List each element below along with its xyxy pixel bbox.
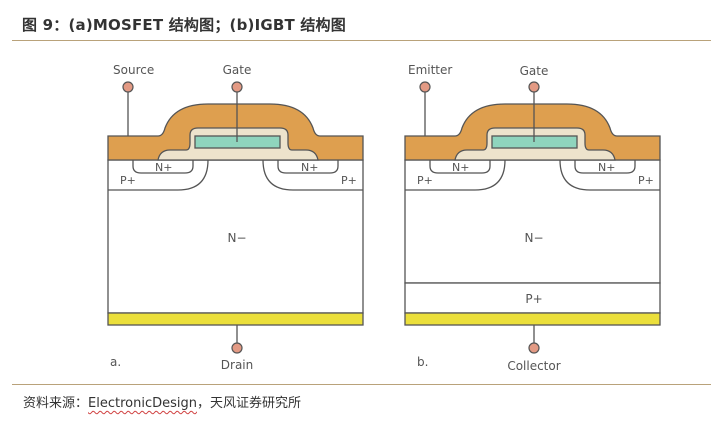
caption-a: a. <box>110 355 121 369</box>
mosfet-p-plus-right-well <box>262 159 363 191</box>
n-plus-left-label: N+ <box>155 161 172 174</box>
mosfet-n-plus-left-well <box>132 160 194 174</box>
figure-title: 图 9：(a)MOSFET 结构图；(b)IGBT 结构图 <box>22 16 346 34</box>
emitter-terminal-dot <box>419 81 431 93</box>
p-plus-left-label: P+ <box>120 174 136 187</box>
igbt-n-plus-right-label: N+ <box>598 161 615 174</box>
igbt-n-plus-right-well <box>574 160 636 174</box>
mosfet-drain-metal <box>107 312 364 326</box>
igbt-p-plus-substrate-label: P+ <box>525 292 542 306</box>
n-drift-label: N− <box>227 231 246 245</box>
source-terminal-dot <box>122 81 134 93</box>
igbt-p-plus-right-label: P+ <box>638 174 654 187</box>
igbt-n-plus-left-well <box>429 160 491 174</box>
mosfet-p-plus-left-well <box>108 159 209 191</box>
source-label: Source <box>113 63 154 77</box>
igbt-p-plus-left-label: P+ <box>417 174 433 187</box>
igbt-p-plus-substrate <box>404 282 661 314</box>
collector-terminal-dot <box>528 342 540 354</box>
caption-b: b. <box>417 355 428 369</box>
source-note: 资料来源：ElectronicDesign，天风证券研究所 <box>23 392 301 411</box>
mosfet-diagram: Source Gate Drain a. N+ N+ P+ P+ N− <box>107 63 364 372</box>
drain-terminal-dot <box>231 342 243 354</box>
collector-label: Collector <box>507 359 560 373</box>
igbt-n-drift-label: N− <box>524 231 543 245</box>
n-plus-right-label: N+ <box>301 161 318 174</box>
igbt-p-plus-left-well <box>405 159 506 191</box>
mosfet-n-plus-right-well <box>277 160 339 174</box>
mosfet-n-drift-region <box>107 159 364 314</box>
igbt-gate-terminal-dot <box>528 81 540 93</box>
drain-label: Drain <box>221 358 253 372</box>
gate-label: Gate <box>223 63 252 77</box>
gate-terminal-dot <box>231 81 243 93</box>
igbt-n-plus-left-label: N+ <box>452 161 469 174</box>
source-link[interactable]: ElectronicDesign <box>88 396 197 411</box>
source-suffix: ，天风证券研究所 <box>196 396 301 411</box>
source-prefix: 资料来源： <box>23 396 89 411</box>
igbt-p-plus-right-well <box>559 159 660 191</box>
source-divider <box>12 384 711 385</box>
igbt-gate-label: Gate <box>520 64 549 78</box>
igbt-collector-metal <box>404 312 661 326</box>
title-divider <box>12 40 711 41</box>
emitter-label: Emitter <box>408 63 452 77</box>
igbt-diagram: Emitter Gate Collector b. N+ N+ P+ P+ N−… <box>404 63 661 373</box>
p-plus-right-label: P+ <box>341 174 357 187</box>
igbt-n-drift-region <box>404 159 661 284</box>
